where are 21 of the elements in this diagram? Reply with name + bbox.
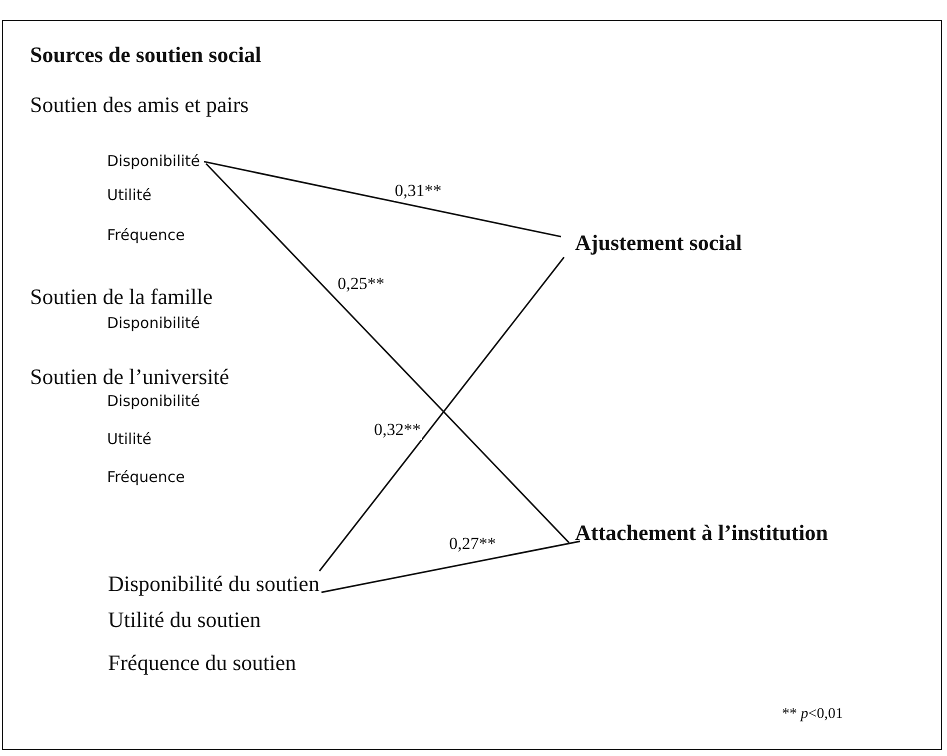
group-heading: Soutien de l’université	[30, 364, 230, 390]
path-line	[204, 160, 562, 238]
variable-label: Fréquence du soutien	[108, 650, 296, 676]
item-label: Utilité	[107, 187, 152, 204]
variable-label: Disponibilité du soutien	[108, 571, 320, 596]
item-label: Fréquence	[107, 227, 185, 244]
variable-label: Ajustement social	[575, 230, 742, 256]
variable-label: Utilité du soutien	[108, 607, 261, 632]
variable-label: Attachement à l’institution	[575, 520, 828, 546]
path-line	[318, 256, 565, 572]
item-label: Disponibilité	[107, 315, 200, 332]
item-label: Disponibilité	[107, 393, 200, 410]
heading: Sources de soutien social	[30, 42, 262, 68]
item-label: Fréquence	[107, 469, 185, 486]
path-line	[205, 163, 570, 544]
item-label: Utilité	[107, 431, 152, 448]
variable-label: Disponibilité	[107, 153, 200, 170]
group-heading: Soutien de la famille	[30, 284, 213, 310]
path-line	[321, 540, 580, 594]
group-heading: Soutien des amis et pairs	[30, 92, 249, 118]
footnote: ** p<0,01	[782, 706, 843, 724]
